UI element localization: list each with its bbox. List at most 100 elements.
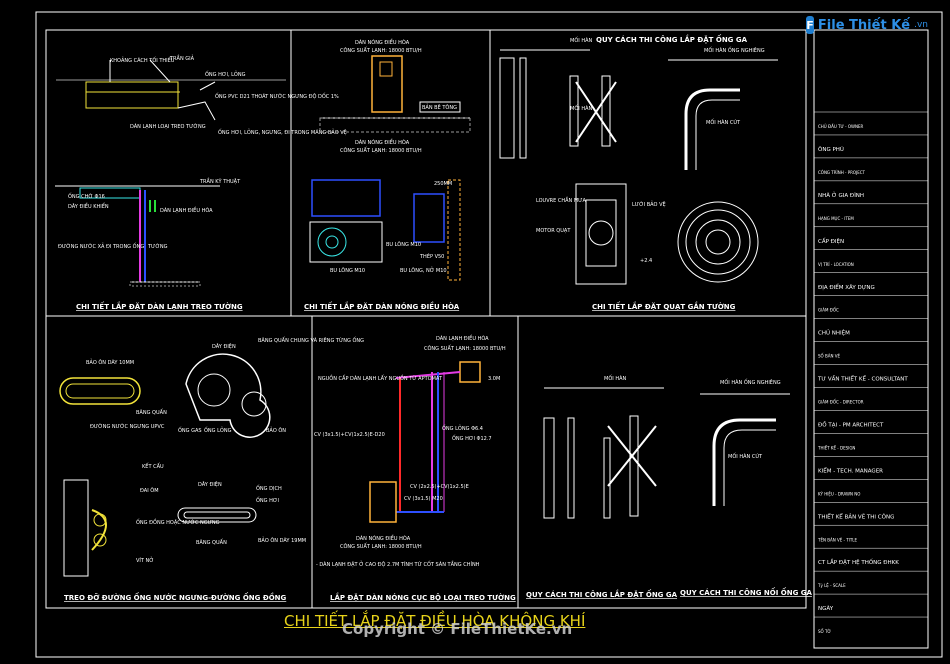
title-block-cell: CHỦ NHIỆM xyxy=(818,329,850,337)
outdoor-unit-upright xyxy=(371,55,403,113)
title-block: CHỦ ĐẦU TƯ - OWNER ÔNG PHÚ CÔNG TRÌNH - PR… xyxy=(814,111,928,634)
p7-caption: QUY CÁCH THI CÔNG NỐI ỐNG GA xyxy=(680,587,813,597)
title-block-cell: GIÁM ĐỐC xyxy=(818,308,839,313)
p1-label: DÀN LẠNH LOẠI TREO TƯỜNG xyxy=(130,123,206,130)
p1-caption: CHI TIẾT LẮP ĐẶT DÀN LẠNH TREO TƯỜNG xyxy=(76,301,243,311)
p5-label: CV (2x2.5)+CV(1x2.5)E xyxy=(410,484,469,490)
panel-3-gas-pipe-and-fan: QUY CÁCH THI CÔNG LẮP ĐẶT ỐNG GA MỐI HÀN… xyxy=(499,34,778,311)
p6-label: MỐI HÀN xyxy=(604,374,626,382)
p3-label: LƯỚI BẢO VỆ xyxy=(632,200,666,208)
p2-label: BU LÔNG, NỞ M10 xyxy=(400,266,447,274)
p5-label: CÔNG SUẤT LẠNH: 18000 BTU/H xyxy=(424,344,506,352)
logo-icon: F xyxy=(806,16,814,34)
title-block-cell: SỐ TỜ xyxy=(818,629,831,634)
p1-label: ỐNG PVC D21 THOÁT NƯỚC NGƯNG ĐỘ DỐC 1% xyxy=(215,92,339,100)
p3-label: MỐI HÀN xyxy=(570,104,592,112)
p4-label: ỐNG HƠI xyxy=(256,496,279,504)
p4-label: ĐAI ÔM xyxy=(140,487,159,494)
p1-label: TRẦN GIẢ xyxy=(169,54,195,62)
title-block-cell: Tỷ LỆ - SCALE xyxy=(817,583,846,588)
sheet-outer-frame xyxy=(35,11,943,658)
p5-label: CÔNG SUẤT LẠNH: 18000 BTU/H xyxy=(340,542,422,550)
brand-logo: F File Thiết Kế .vn xyxy=(806,12,928,38)
title-block-cell: ĐỒ TẠI - PM ARCHITECT xyxy=(818,420,884,429)
p1-label: DÀN LẠNH ĐIỀU HÒA xyxy=(160,206,213,214)
p4-label: BĂNG QUẤN xyxy=(196,538,227,546)
p3-label: MỐI HÀN ỐNG NGHIÊNG xyxy=(704,46,765,54)
p5-label: - DÀN LẠNH ĐẶT Ở CAO ĐỘ 2.7M TÍNH TỪ CỐT… xyxy=(316,560,480,568)
p1-label: DÂY ĐIỀU KHIỂN xyxy=(68,202,109,210)
p2-label: BU LÔNG M10 xyxy=(330,267,365,274)
title-block-cell: CẤP ĐIỆN xyxy=(818,237,844,245)
p2-label: BẢN BÊ TÔNG xyxy=(422,103,457,111)
p2-label: DÀN NÓNG ĐIỀU HÒA xyxy=(355,138,410,146)
p4-label: DÂY ĐIỆN xyxy=(212,342,236,350)
p5-label: ỐNG LỎNG Φ6.4 xyxy=(442,424,483,432)
p6-caption: QUY CÁCH THI CÔNG LẮP ĐẶT ỐNG GA xyxy=(526,589,678,599)
p5-label: CV (3x1.5) M20 xyxy=(404,496,443,502)
p5-label: CV (3x1.5)+CV(1x2.5)E-D20 xyxy=(314,432,385,438)
title-block-cell: CT LẮP ĐẶT HỆ THỐNG ĐHKK xyxy=(818,558,899,566)
p4-label: ỐNG GAS xyxy=(178,426,202,434)
title-block-cell: HẠNG MỤC - ITEM xyxy=(818,216,854,221)
title-block-cell: CHỦ ĐẦU TƯ - OWNER xyxy=(818,124,864,129)
p1-label: ỐNG CHỜ Φ16 xyxy=(68,192,105,200)
p4-label: ĐƯỜNG NƯỚC NGƯNG UPVC xyxy=(90,423,165,430)
p2-label: DÀN NÓNG ĐIỀU HÒA xyxy=(355,38,410,46)
panel-2-outdoor-unit: DÀN NÓNG ĐIỀU HÒA CÔNG SUẤT LẠNH: 18000 … xyxy=(304,38,471,311)
p2-label: 250MM xyxy=(434,181,452,187)
p5-label: DÀN LẠNH ĐIỀU HÒA xyxy=(436,334,489,342)
title-block-cell: VỊ TRÍ - LOCATION xyxy=(818,262,854,267)
p4-label: ỐNG LỎNG xyxy=(204,426,232,434)
p2-label: THÉP V50 xyxy=(419,252,444,260)
p4-caption: TREO ĐỠ ĐƯỜNG ỐNG NƯỚC NGƯNG-ĐƯỜNG ỐNG Đ… xyxy=(64,592,287,602)
p1-label: ỐNG HƠI, LỎNG xyxy=(205,70,246,78)
watermark: Copyright © FileThietKe.vn xyxy=(342,620,573,638)
p4-label: KẾT CẤU xyxy=(142,462,164,470)
p5-label: ỐNG HƠI Φ12.7 xyxy=(452,434,492,442)
p3-label: +2.4 xyxy=(640,258,652,264)
title-block-cell: SỐ BẢN VẼ xyxy=(818,354,840,359)
fan-grille-icon xyxy=(677,201,759,283)
p4-label: DÂY ĐIỆN xyxy=(198,480,222,488)
title-block-cell: ĐỊA ĐIỂM XÂY DỰNG xyxy=(818,283,875,291)
sheet-inner-frame xyxy=(45,29,807,609)
p4-label: BẢO ÔN DÀY 10MM xyxy=(86,358,134,366)
p2-caption: CHI TIẾT LẮP ĐẶT DÀN NÓNG ĐIỀU HÒA xyxy=(304,301,460,311)
p3-title: QUY CÁCH THI CÔNG LẮP ĐẶT ỐNG GA xyxy=(596,34,748,44)
p1-label: KHOẢNG CÁCH TỐI THIỂU xyxy=(110,56,175,64)
p4-label: ỐNG DỊCH xyxy=(256,484,282,492)
title-block-cell: THIẾT KẾ - DESIGN xyxy=(817,444,855,450)
p1-label: ĐƯỜNG NƯỚC XẢ ĐI TRONG ỐNG xyxy=(58,242,144,250)
title-block-frame xyxy=(813,29,929,649)
panel-5-split-installation: DÀN LẠNH ĐIỀU HÒA CÔNG SUẤT LẠNH: 18000 … xyxy=(314,334,516,602)
p2-label: BU LÔNG M10 xyxy=(386,241,421,248)
title-block-cell: KIỂM - TECH. MANAGER xyxy=(818,466,883,474)
title-block-cell: ÔNG PHÚ xyxy=(818,146,844,153)
p5-label: NGUỒN CẤP DÀN LẠNH LẤY NGUỒN TỪ APTOMAT xyxy=(318,373,443,382)
p5-label: 3.0M xyxy=(488,376,500,382)
p4-label: BẢO ÔN DÀY 19MM xyxy=(258,536,306,544)
p1-label: ỐNG HƠI, LỎNG, NGƯNG, ĐI TRONG MÁNG BẢO … xyxy=(218,128,347,136)
p4-label: VÍT NỞ xyxy=(136,556,154,564)
title-block-cell: CÔNG TRÌNH - PROJECT xyxy=(818,170,866,175)
sheet-main-title: CHI TIẾT LẮP ĐẶT ĐIỀU HÒA KHÔNG KHÍ xyxy=(284,612,586,630)
title-block-cell: TƯ VẤN THIẾT KẾ - CONSULTANT xyxy=(817,375,908,383)
title-block-cell: NHÀ Ở GIA ĐÌNH xyxy=(818,191,864,199)
panel-4-pipe-supports: BẢO ÔN DÀY 10MM BĂNG QUẤN ĐƯỜNG NƯỚC NGƯ… xyxy=(59,336,364,602)
p1-label: TƯỜNG xyxy=(147,243,168,250)
p3-label: LOUVRE CHẮN MƯA xyxy=(536,196,586,204)
panel-6-gas-pipe: MỐI HÀN MỐI HÀN ỐNG NGHIÊNG MỐI HÀN CÚT … xyxy=(526,374,813,599)
panel-1-wall-indoor-unit: KHOẢNG CÁCH TỐI THIỂU TRẦN GIẢ ỐNG HƠI, … xyxy=(55,54,347,311)
p4-label: BẢO ÔN xyxy=(266,426,286,434)
p4-label: BĂNG QUẤN xyxy=(136,408,167,416)
title-block-cell: TÊN BẢN VẼ - TITLE xyxy=(817,537,858,542)
brand-name: File Thiết Kế xyxy=(817,17,911,33)
title-block-cell: THIẾT KẾ BẢN VẼ THI CÔNG xyxy=(817,512,894,520)
brand-suffix: .vn xyxy=(914,20,928,30)
p3-label: MỐI HÀN CÚT xyxy=(706,118,741,126)
title-block-cell: NGÀY xyxy=(818,605,834,612)
p3-caption: CHI TIẾT LẮP ĐẶT QUẠT GẮN TƯỜNG xyxy=(592,301,736,311)
p2-label: CÔNG SUẤT LẠNH: 18000 BTU/H xyxy=(340,146,422,154)
